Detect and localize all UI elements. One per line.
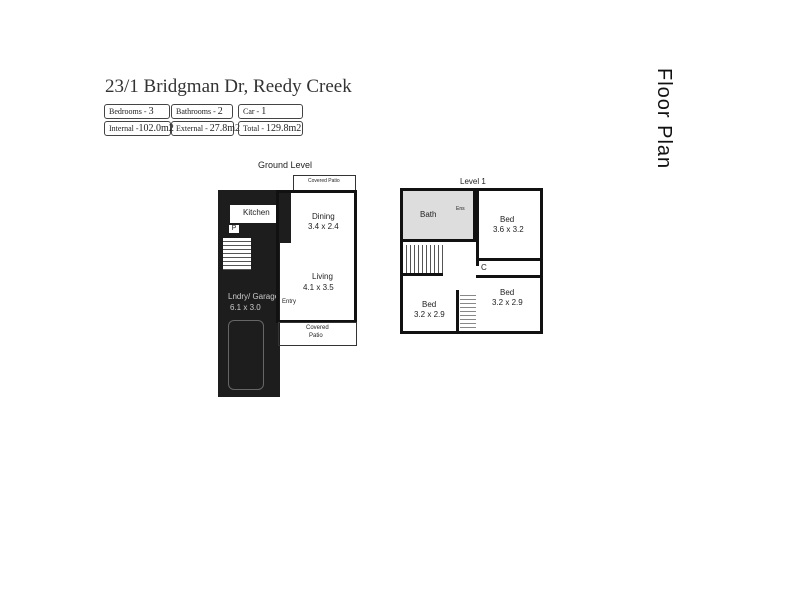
bathrooms-chip: Bathrooms - 2 — [171, 104, 233, 119]
level-1-heading: Level 1 — [460, 177, 486, 186]
property-address: 23/1 Bridgman Dr, Reedy Creek — [105, 76, 352, 97]
bed1-label: Bed — [500, 215, 515, 224]
stat-label: External - — [176, 124, 208, 133]
living-size: 4.1 x 3.5 — [303, 283, 334, 292]
stat-value: 1 — [261, 106, 267, 117]
bed3-label: Bed — [422, 300, 437, 309]
stairs — [403, 245, 443, 276]
stat-label: Bedrooms - — [109, 107, 147, 116]
kitchen-label: Kitchen — [243, 208, 270, 217]
internal-chip: Internal -102.0m2 — [104, 121, 174, 136]
living-label: Living — [312, 272, 333, 281]
covered-label: Covered — [306, 325, 329, 331]
level-1-outline — [400, 188, 543, 334]
wall — [476, 191, 479, 266]
bathrooms — [403, 191, 476, 242]
bed2-size: 3.2 x 2.9 — [492, 298, 523, 307]
car-chip: Car - 1 — [238, 104, 303, 119]
stat-value: 129.8m2 — [266, 123, 302, 134]
stat-value: 102.0m2 — [138, 123, 174, 134]
stat-value: 2 — [217, 106, 223, 117]
top-patio: Covered Patio — [293, 175, 356, 191]
stat-label: Total - — [243, 124, 264, 133]
stat-value: 27.8m2 — [209, 123, 241, 134]
bed1-size: 3.6 x 3.2 — [493, 225, 524, 234]
stat-label: Car - — [243, 107, 260, 116]
pantry-label: P — [229, 225, 239, 233]
wall — [456, 290, 459, 332]
garage-label: Lndry/ Garage — [228, 292, 280, 301]
closet: C — [476, 258, 540, 278]
kitchen-wall — [279, 193, 291, 243]
kitchen-room — [230, 205, 278, 223]
top-patio-label: Covered Patio — [308, 178, 340, 184]
total-chip: Total - 129.8m2 — [238, 121, 303, 136]
stat-value: 3 — [148, 106, 154, 117]
covered-patio — [278, 322, 357, 346]
dining-size: 3.4 x 2.4 — [308, 222, 339, 231]
ensuite-label: Ens — [456, 206, 465, 212]
floor-plan-heading: Floor Plan — [653, 68, 675, 170]
stairs — [223, 238, 251, 270]
ground-level-heading: Ground Level — [258, 160, 313, 170]
wardrobe — [460, 292, 476, 330]
stat-label: Internal - — [109, 124, 139, 133]
bedrooms-chip: Bedrooms - 3 — [104, 104, 170, 119]
closet-label: C — [481, 263, 487, 272]
car-outline — [228, 320, 264, 390]
entry-label: Entry — [282, 299, 297, 305]
living-dining-room — [276, 190, 357, 323]
patio-label: Patio — [309, 333, 323, 339]
stat-label: Bathrooms - — [176, 107, 216, 116]
bed2-label: Bed — [500, 288, 515, 297]
bed3-size: 3.2 x 2.9 — [414, 310, 445, 319]
external-chip: External - 27.8m2 — [171, 121, 240, 136]
garage-size: 6.1 x 3.0 — [230, 303, 261, 312]
bath-label: Bath — [420, 210, 437, 219]
dining-label: Dining — [312, 212, 335, 221]
